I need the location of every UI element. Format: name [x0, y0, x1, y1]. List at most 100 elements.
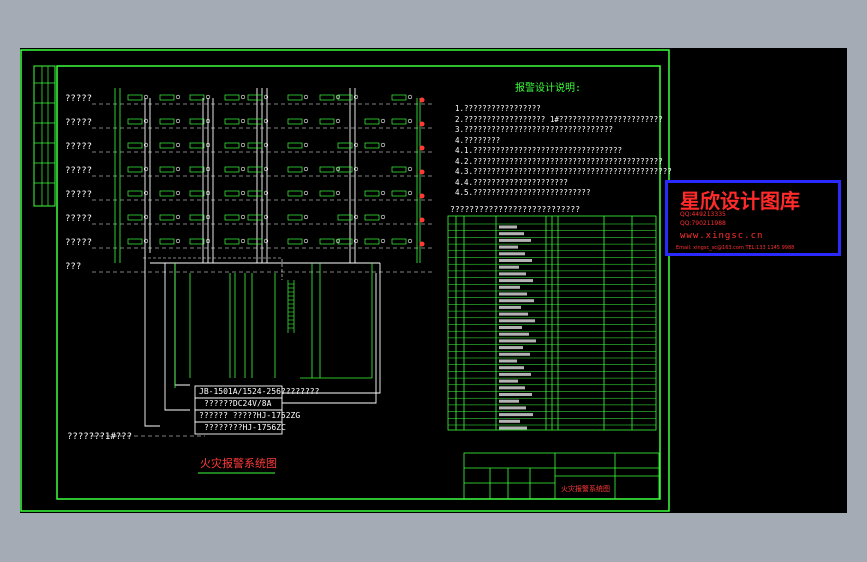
controller-label-3: ?????? ?????HJ-1752ZG — [199, 411, 301, 420]
note-line: 4.1.????????????????????????????????? — [455, 146, 623, 155]
alarm-device-symbol — [337, 94, 359, 101]
alarm-device-symbol — [224, 166, 246, 173]
controller-boxes — [194, 385, 283, 435]
controller-label-2: ??????DC24V/8A — [204, 399, 272, 408]
table-cell-mark — [499, 272, 526, 276]
alarm-device-symbol — [364, 190, 386, 197]
diagram-title: 火灾报警系统图 — [200, 457, 277, 470]
table-cell-mark — [499, 359, 517, 363]
note-line: 4.3.????????????????????????????????????… — [455, 167, 672, 176]
alarm-device-symbol — [337, 238, 359, 245]
table-cell-mark — [499, 426, 527, 430]
table-cell-mark — [499, 332, 529, 336]
alarm-device-symbol — [189, 190, 211, 197]
alarm-device-symbol — [319, 94, 341, 101]
alarm-device-symbol — [337, 142, 359, 149]
alarm-device-symbol — [224, 190, 246, 197]
note-line: 4.5.?????????????????????????? — [455, 188, 591, 197]
alarm-device-symbol — [159, 94, 181, 101]
fire-alarm-system-drawing — [20, 49, 670, 512]
alarm-device-symbol — [391, 238, 413, 245]
floor-label: ????? — [65, 166, 93, 176]
alarm-device-symbol — [224, 118, 246, 125]
table-cell-mark — [499, 386, 525, 390]
table-cell-mark — [499, 299, 534, 303]
alarm-bell-symbol — [419, 193, 425, 199]
alarm-device-symbol — [247, 118, 269, 125]
table-cell-mark — [499, 279, 533, 283]
table-cell-mark — [499, 366, 524, 370]
floor-label: ????? — [65, 94, 93, 104]
table-cell-mark — [499, 225, 517, 229]
table-cell-mark — [499, 326, 522, 329]
outer-frame — [20, 49, 670, 512]
alarm-device-symbol — [287, 190, 309, 197]
table-grid — [447, 215, 657, 431]
controller-label-4: ????????HJ-1756ZC — [204, 423, 286, 432]
alarm-bell-symbol — [419, 145, 425, 151]
table-cell-mark — [499, 346, 523, 350]
notes-title: 报警设计说明: — [515, 83, 582, 94]
alarm-bell-symbol — [419, 241, 425, 247]
table-cell-mark — [499, 372, 531, 376]
alarm-device-symbol — [224, 94, 246, 101]
table-cell-mark — [499, 259, 532, 262]
alarm-device-symbol — [287, 238, 309, 245]
table-cell-mark — [499, 265, 519, 269]
alarm-device-symbol — [287, 166, 309, 173]
alarm-device-symbol — [319, 190, 341, 197]
table-cell-mark — [499, 319, 535, 323]
alarm-device-symbol — [364, 142, 386, 149]
note-line: 1.????????????????? — [455, 104, 541, 113]
floor-lines — [92, 103, 435, 437]
alarm-device-symbol — [127, 214, 149, 221]
table-cell-mark — [499, 413, 533, 417]
alarm-bell-symbol — [419, 217, 425, 223]
bottom-left-label: ???????1#??? — [67, 432, 133, 442]
alarm-device-symbol — [159, 190, 181, 197]
alarm-device-symbol — [189, 166, 211, 173]
watermark-qq1: QQ:449213335 — [680, 211, 726, 218]
title-block — [463, 452, 660, 500]
alarm-device-symbol — [159, 142, 181, 149]
floor-label: ????? — [65, 118, 93, 128]
alarm-device-symbol — [391, 94, 413, 101]
note-line: 3.????????????????????????????????? — [455, 125, 614, 134]
alarm-device-symbol — [364, 238, 386, 245]
left-margin-lines — [34, 66, 55, 206]
table-cell-mark — [499, 232, 524, 236]
alarm-device-symbol — [159, 214, 181, 221]
alarm-device-symbol — [224, 238, 246, 245]
inner-frame — [56, 65, 661, 500]
alarm-device-symbol — [287, 214, 309, 221]
trunk-wiring — [144, 88, 381, 427]
table-cell-mark — [499, 292, 527, 296]
floor-label: ????? — [65, 190, 93, 200]
alarm-device-symbol — [364, 214, 386, 221]
alarm-device-symbol — [189, 94, 211, 101]
alarm-device-symbol — [337, 214, 359, 221]
alarm-device-symbol — [247, 94, 269, 101]
floor-label: ??? — [65, 262, 82, 272]
green-wiring — [114, 88, 421, 388]
alarm-device-symbol — [247, 214, 269, 221]
alarm-device-symbol — [159, 238, 181, 245]
alarm-device-symbol — [287, 142, 309, 149]
table-cell-mark — [499, 352, 530, 356]
alarm-device-symbol — [127, 166, 149, 173]
table-cell-mark — [499, 245, 518, 249]
note-line: 4.???????? — [455, 135, 501, 145]
left-margin-strip — [33, 65, 56, 207]
alarm-device-symbol — [247, 190, 269, 197]
watermark-site: www.xingsc.cn — [680, 231, 764, 241]
alarm-device-symbol — [127, 118, 149, 125]
alarm-device-symbol — [364, 118, 386, 125]
alarm-device-symbol — [391, 118, 413, 125]
alarm-bell-symbol — [419, 121, 425, 127]
alarm-device-symbol — [159, 166, 181, 173]
alarm-device-symbol — [337, 166, 359, 173]
table-cell-mark — [499, 285, 520, 289]
floor-label: ????? — [65, 214, 93, 224]
alarm-device-symbol — [247, 142, 269, 149]
watermark-qq2: QQ:790211988 — [680, 220, 726, 227]
